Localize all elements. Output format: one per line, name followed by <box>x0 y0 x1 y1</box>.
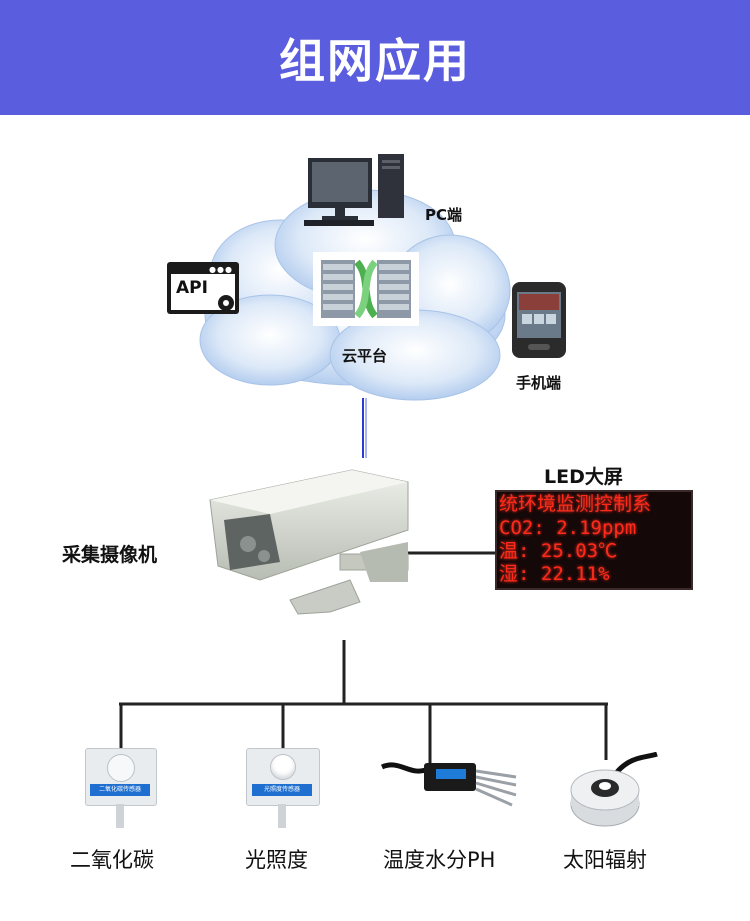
camera-icon <box>200 462 420 622</box>
sensor-label-light: 光照度 <box>245 844 308 874</box>
gear-icon <box>215 292 237 314</box>
phone-label: 手机端 <box>516 372 561 393</box>
led-line-2: CO2: 2.19ppm <box>499 517 636 539</box>
sensor-label-soil: 温度水分PH <box>383 844 495 874</box>
light-sensor-icon: 光照度传感器 <box>246 748 318 830</box>
led-line-1: 统环境监测控制系 <box>499 493 651 515</box>
api-label: API <box>176 278 208 298</box>
solar-sensor-icon <box>565 752 660 832</box>
led-line-3: 温: 25.03℃ <box>499 540 617 562</box>
co2-sensor-tag: 二氧化碳传感器 <box>90 784 150 796</box>
server-icon <box>313 252 419 326</box>
cloud-platform-label: 云平台 <box>342 345 387 366</box>
co2-sensor-icon: 二氧化碳传感器 <box>85 748 155 830</box>
phone-icon <box>510 280 568 360</box>
pc-label: PC端 <box>425 204 462 225</box>
pc-icon <box>300 150 410 230</box>
sensor-label-co2: 二氧化碳 <box>70 844 154 874</box>
sensor-label-solar: 太阳辐射 <box>563 844 647 874</box>
api-icon: ●●● API <box>167 262 239 314</box>
soil-sensor-icon <box>380 755 520 815</box>
led-screen: 统环境监测控制系 CO2: 2.19ppm 温: 25.03℃ 湿: 22.11… <box>495 490 693 590</box>
camera-label: 采集摄像机 <box>62 540 157 567</box>
led-title: LED大屏 <box>544 462 623 489</box>
led-line-4: 湿: 22.11% <box>499 563 610 585</box>
light-sensor-tag: 光照度传感器 <box>252 784 312 796</box>
